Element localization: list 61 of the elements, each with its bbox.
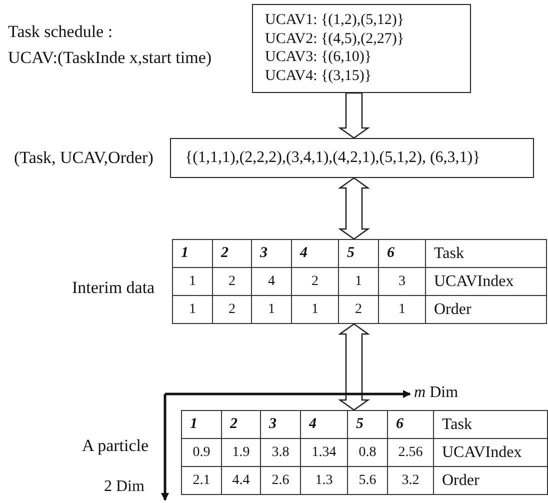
- table-value: 1: [292, 296, 338, 324]
- task-number: 3: [252, 240, 292, 268]
- block-arrow: [338, 177, 370, 240]
- node-caption: Interim data: [72, 278, 155, 298]
- axis-label: m Dim: [414, 384, 458, 402]
- table-value: 4.4: [222, 466, 260, 494]
- block-arrow: [338, 323, 370, 411]
- table-value: 1: [252, 296, 292, 324]
- row-label: UCAVIndex: [426, 268, 546, 296]
- task-number: 6: [378, 240, 426, 268]
- table-value: 1.9: [222, 438, 260, 466]
- row-label: UCAVIndex: [434, 438, 548, 466]
- block-arrow: [338, 92, 370, 139]
- task-number: 1: [172, 240, 212, 268]
- schedule-box: [252, 4, 471, 93]
- axis-label: 2 Dim: [104, 478, 144, 496]
- set-box: [170, 138, 534, 178]
- table-value: 1: [338, 268, 378, 296]
- task-number: 2: [212, 240, 252, 268]
- table-value: 3.2: [388, 466, 434, 494]
- table-value: 2: [212, 296, 252, 324]
- data-table: [181, 410, 548, 495]
- schedule-entry: UCAV4: {(3,15)}: [265, 66, 373, 85]
- task-number: 1: [182, 410, 222, 438]
- table-value: 2: [338, 296, 378, 324]
- row-label: Order: [434, 466, 548, 494]
- row-label: Task: [434, 410, 548, 438]
- table-value: 1.3: [300, 466, 348, 494]
- task-number: 4: [300, 410, 348, 438]
- table-value: 1: [172, 268, 212, 296]
- row-label: Task: [426, 240, 546, 268]
- table-value: 1: [378, 296, 426, 324]
- data-table: [172, 239, 547, 324]
- table-value: 3: [378, 268, 426, 296]
- set-text: {(1,1,1),(2,2,2),(3,4,1),(4,2,1),(5,1,2), (6,3,1)}: [185, 149, 482, 168]
- table-value: 0.8: [348, 438, 388, 466]
- node-caption: A particle: [82, 436, 149, 456]
- table-value: 0.9: [182, 438, 222, 466]
- table-value: 1.34: [300, 438, 348, 466]
- table-value: 2: [212, 268, 252, 296]
- schedule-entry: UCAV1: {(1,2),(5,12)}: [265, 11, 406, 30]
- table-value: 2.1: [182, 466, 222, 494]
- table-value: 2.6: [260, 466, 300, 494]
- task-number: 2: [222, 410, 260, 438]
- task-number: 3: [260, 410, 300, 438]
- table-value: 2.56: [388, 438, 434, 466]
- table-value: 1: [172, 296, 212, 324]
- task-number: 5: [348, 410, 388, 438]
- table-value: 4: [252, 268, 292, 296]
- table-value: 3.8: [260, 438, 300, 466]
- schedule-entry: UCAV3: {(6,10)}: [265, 48, 373, 66]
- task-number: 5: [338, 240, 378, 268]
- node-caption: Task schedule :: [8, 22, 113, 42]
- schedule-entry: UCAV2: {(4,5),(2,27)}: [265, 30, 406, 48]
- node-caption: UCAV:(TaskInde x,start time): [8, 48, 212, 68]
- task-number: 4: [292, 240, 338, 268]
- table-value: 5.6: [348, 466, 388, 494]
- task-number: 6: [388, 410, 434, 438]
- table-value: 2: [292, 268, 338, 296]
- row-label: Order: [426, 296, 546, 324]
- node-caption: (Task, UCAV,Order): [14, 148, 154, 168]
